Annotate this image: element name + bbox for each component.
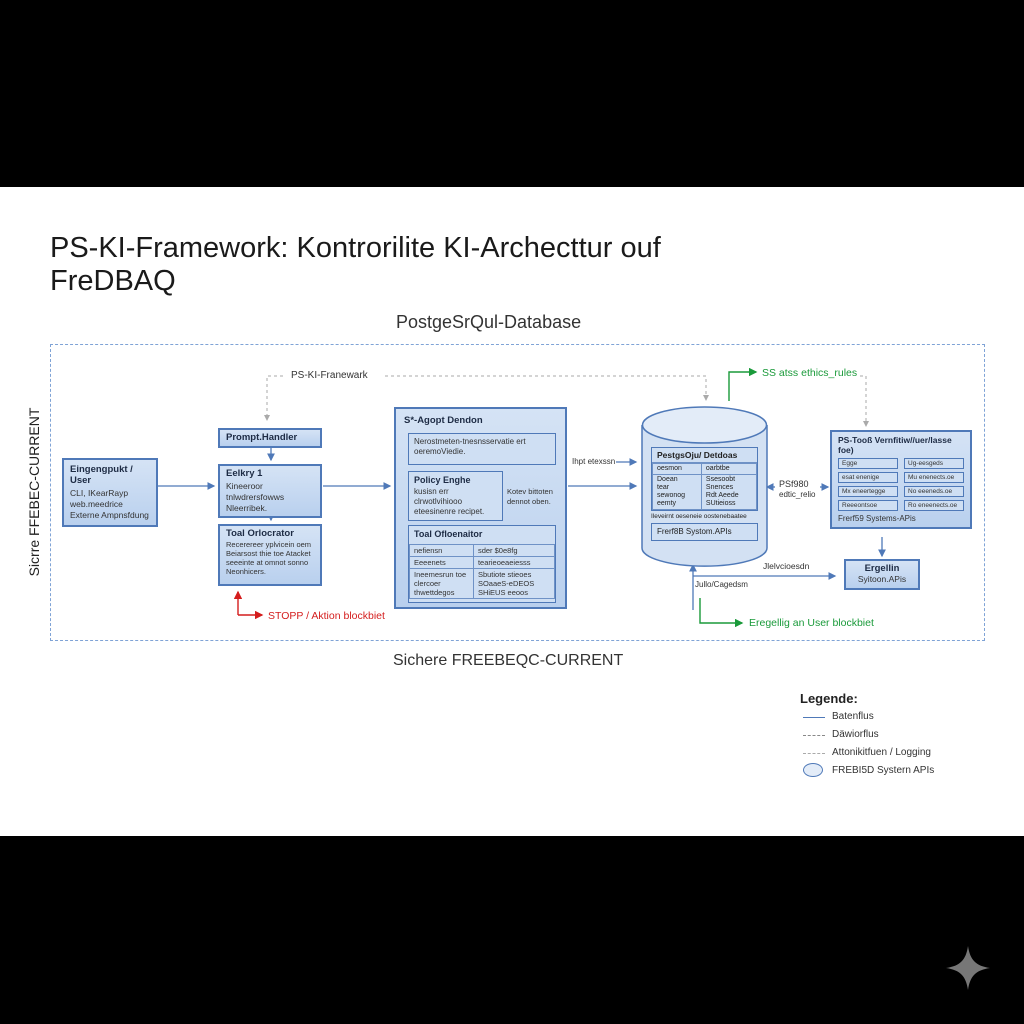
tool-orchestrator-title: Toal Orlocrator: [226, 528, 294, 539]
db-title: PestgsOju/ Detdoas: [652, 448, 757, 463]
entry1-line: Kineeroor tnlwdrersfowws: [226, 481, 285, 502]
sparkle-icon: [946, 946, 990, 990]
policy-engine-box[interactable]: Policy Enghe kusisn err clrwotlvihiooo e…: [408, 471, 503, 521]
tool-orch-line: seeeinte at omnot sonno: [226, 558, 309, 567]
jullo-label: Jullo/Cagedsm: [695, 580, 748, 589]
agent-side-text: Kotev bittoten dennot oben.: [507, 487, 553, 506]
prompt-handler-title: Prompt.Handler: [226, 432, 298, 443]
entry-line: web.meedrice: [70, 499, 123, 509]
top-caption: PostgeSrQul-Database: [396, 312, 582, 332]
agent-box[interactable]: S*-Agopt Dendon Nerostmeten-tnesnsservat…: [394, 407, 567, 609]
boundary-frame: [50, 344, 985, 641]
entry1-line: Nleerribek.: [226, 503, 268, 513]
orch-title: Toal Ofloenaitor: [414, 529, 483, 539]
tool-item[interactable]: Mx eneertegge: [838, 486, 898, 497]
table-cell: oarbtbe: [700, 463, 758, 475]
tools-footer: Frerf59 Systems-APis: [838, 514, 916, 523]
user-blocked-label: Eregellig an User blockbiet: [749, 617, 874, 629]
jelve-label: Jlelvcioesdn: [763, 561, 810, 571]
ergebnis-title: Ergellin: [864, 563, 900, 574]
bottom-caption: Sichere FREEBEQC-CURRENT: [393, 652, 624, 669]
agent-title: S*-Agopt Dendon: [404, 415, 483, 426]
entry-line: Externe Ampnsfdung: [70, 510, 149, 520]
policy-title: Policy Enghe: [414, 475, 471, 485]
legend-title: Legende:: [800, 691, 858, 706]
legend-item: Batenflus: [832, 711, 874, 722]
legend-dashed-line: [803, 735, 825, 736]
table-cell: Ssesoobt Snences Rdt Aeede SUtieioss: [700, 474, 758, 510]
legend-dotted-line: [803, 753, 825, 754]
tool-item[interactable]: No eeeneds.oe: [904, 486, 964, 497]
imp-label: Ihpt etexssn: [572, 457, 616, 466]
legend-ellipse-icon: [803, 763, 823, 777]
db-footer-note: Ileveirnt oeseneie oostenebaatee: [651, 513, 747, 520]
table-cell: Doean tear sewonog eemty: [652, 474, 702, 510]
tool-item[interactable]: Reeeontsoe: [838, 500, 898, 511]
legend-item: FREBI5D Systern APIs: [832, 765, 935, 776]
tool-orch-line: Recerereer yplvicein oem: [226, 540, 312, 549]
entry1-box[interactable]: Eelkry 1 Kineeroor tnlwdrersfowws Nleerr…: [218, 464, 322, 518]
legend-item: Attonikitfuen / Logging: [832, 747, 931, 758]
table-cell: tearieoeaeiesss: [472, 556, 556, 569]
tool-orch-line: Beiarsost thie toe Atacket: [226, 549, 311, 558]
tool-orch-line: Neonhicers.: [226, 567, 267, 576]
tool-orchestrator-left-box[interactable]: Toal Orlocrator Recerereer yplvicein oem…: [218, 524, 322, 586]
ergebnis-box[interactable]: Ergellin Syitoon.APis: [844, 559, 920, 590]
tool-item[interactable]: Egge: [838, 458, 898, 469]
policy-text: kusisn err clrwotlvihiooo eteesinenre re…: [414, 487, 485, 516]
tool-item[interactable]: Mu enenects.oe: [904, 472, 964, 483]
stop-label: STOPP / Aktion blockbiet: [268, 610, 385, 622]
entry-point-box[interactable]: Eingengpukt / User CLI, IKearRayp web.me…: [62, 458, 158, 527]
table-cell: Sbutiote stieoes SOaaeS-eDEOS SHiEUS eeo…: [472, 568, 556, 599]
prompt-handler-box[interactable]: Prompt.Handler: [218, 428, 322, 448]
legend-solid-line: [803, 717, 825, 718]
tools-box[interactable]: PS-Tooß Vernfitiw//uer/lasse foe) Egge U…: [830, 430, 972, 529]
ps-label-sub: edtic_relio: [779, 490, 816, 499]
table-cell: oesmon: [652, 463, 702, 475]
framework-label: PS-KI-Franewark: [291, 370, 368, 381]
db-api-box: Frerf8B Systom.APIs: [651, 523, 758, 541]
legend-item: Däwiorflus: [832, 729, 879, 740]
table-cell: Eeeenets: [409, 556, 474, 569]
entry-title: Eingengpukt / User: [70, 464, 133, 486]
ps-label: PSf980: [779, 479, 809, 489]
ergebnis-sub: Syitoon.APis: [857, 574, 907, 584]
tool-item[interactable]: Ug-eesgeds: [904, 458, 964, 469]
table-cell: nefiensn: [409, 544, 474, 557]
entry-line: CLI, IKearRayp: [70, 488, 129, 498]
ethics-rules-label: SS atss ethics_rules: [762, 367, 858, 379]
tool-item[interactable]: Ro eneenects.oe: [904, 500, 964, 511]
entry1-title: Eelkry 1: [226, 468, 263, 479]
tools-title: PS-Tooß Vernfitiw//uer/lasse foe): [838, 435, 952, 455]
table-cell: sder $0e8fg: [472, 544, 556, 557]
diagram-title: PS-KI-Framework: Kontrorilite KI-Archect…: [50, 232, 661, 297]
tool-item[interactable]: esat enenige: [838, 472, 898, 483]
agent-note: Nerostmeten-tnesnsservatie ert oeremoVie…: [408, 433, 556, 465]
table-cell: Ineemesrun toe clercoer thwettdegos: [409, 568, 474, 599]
